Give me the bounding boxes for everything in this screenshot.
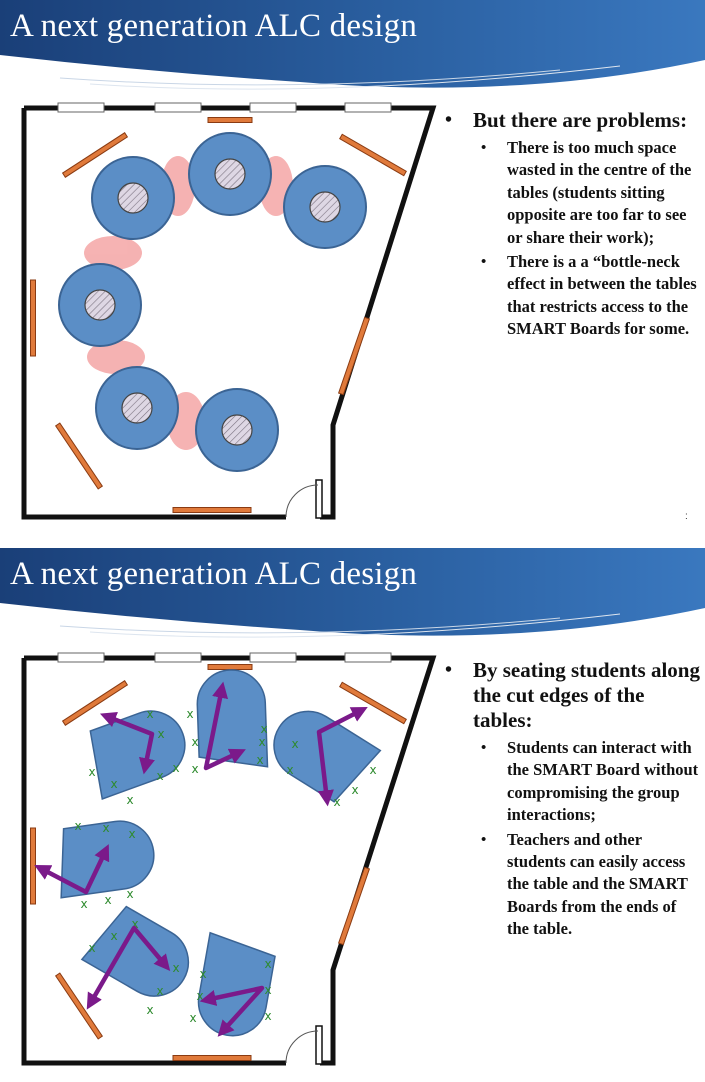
seat-marker: x	[333, 795, 340, 809]
bullet-list: But there are problems: There is too muc…	[445, 108, 700, 343]
smart-board	[54, 422, 104, 490]
seat-marker: x	[110, 929, 117, 943]
seat-marker: x	[291, 737, 298, 751]
seat-marker: x	[146, 707, 153, 721]
seat-marker: x	[264, 957, 271, 971]
door	[285, 1025, 323, 1065]
seat-marker: x	[156, 769, 163, 783]
window	[344, 102, 392, 113]
seat-marker: x	[369, 763, 376, 777]
window	[249, 652, 297, 663]
window	[154, 102, 202, 113]
smart-board	[337, 866, 371, 946]
smart-board	[54, 972, 104, 1040]
title-banner	[0, 0, 705, 90]
window	[344, 652, 392, 663]
seat-marker: x	[172, 961, 179, 975]
window	[249, 102, 297, 113]
smart-board	[339, 681, 407, 725]
wall	[24, 655, 437, 1066]
round-table	[95, 366, 179, 450]
bullet-list: By seating students along the cut edges …	[445, 658, 700, 943]
seat-marker: x	[146, 1003, 153, 1017]
window	[57, 102, 105, 113]
slide-title: A next generation ALC design	[10, 556, 418, 592]
round-table	[58, 263, 142, 347]
seat-marker: x	[110, 777, 117, 791]
corner-mark: :	[685, 511, 688, 522]
seat-marker: x	[191, 735, 198, 749]
seat-marker: x	[286, 763, 293, 777]
seat-marker: x	[80, 897, 87, 911]
bottleneck-zone	[87, 340, 145, 374]
smart-board	[30, 279, 36, 357]
seat-marker: x	[74, 819, 81, 833]
bottleneck-zone	[84, 236, 142, 270]
slide-problems: A next generation ALC design	[0, 0, 705, 530]
smart-board	[61, 680, 129, 726]
seat-marker: x	[128, 827, 135, 841]
round-table	[195, 388, 279, 472]
smart-board	[30, 827, 36, 905]
seat-marker: x	[191, 762, 198, 776]
seat-marker: x	[189, 1011, 196, 1025]
seat-marker: x	[131, 917, 138, 931]
seat-marker: x	[264, 1009, 271, 1023]
main-bullet-text: But there are problems:	[473, 108, 688, 132]
sub-bullet: There is too much space wasted in the ce…	[473, 137, 700, 249]
seat-marker: x	[256, 753, 263, 767]
interaction-arrow	[316, 707, 368, 807]
round-table	[188, 132, 272, 216]
slide-solution: A next generation ALC design	[0, 548, 705, 1078]
window	[57, 652, 105, 663]
floor-plan	[21, 102, 437, 520]
main-bullet: But there are problems: There is too muc…	[445, 108, 700, 341]
main-bullet: By seating students along the cut edges …	[445, 658, 700, 941]
seat-marker: x	[88, 941, 95, 955]
smart-board	[339, 133, 407, 177]
seat-marker: x	[102, 821, 109, 835]
wall	[21, 658, 286, 1066]
door	[285, 479, 323, 519]
seat-marker: x	[196, 989, 203, 1003]
interaction-arrow	[99, 711, 155, 775]
seat-marker: x	[126, 887, 133, 901]
seat-marker: x	[258, 735, 265, 749]
interaction-arrow	[86, 925, 171, 1010]
seat-marker: x	[260, 722, 267, 736]
floor-plan: x x x x x x x x x x x x x x x x x x x x …	[21, 652, 437, 1066]
smart-board	[172, 1055, 252, 1061]
interaction-arrow	[199, 985, 265, 1037]
seat-marker: x	[199, 967, 206, 981]
slide-title: A next generation ALC design	[10, 8, 418, 44]
cut-table	[89, 710, 186, 801]
seat-marker: x	[264, 983, 271, 997]
wall	[21, 108, 286, 520]
window	[154, 652, 202, 663]
seat-marker: x	[172, 761, 179, 775]
interaction-arrow	[34, 844, 110, 895]
sub-bullet: Students can interact with the SMART Boa…	[473, 737, 700, 827]
smart-board	[207, 664, 253, 670]
sub-bullet: Teachers and other students can easily a…	[473, 829, 700, 941]
smart-board	[61, 132, 129, 178]
seat-marker: x	[186, 707, 193, 721]
main-bullet-text: By seating students along the cut edges …	[473, 658, 700, 732]
seat-marker: x	[126, 793, 133, 807]
interaction-arrow	[203, 681, 246, 771]
wall	[24, 105, 437, 520]
sub-bullet: There is a a “bottle-neck effect in betw…	[473, 251, 700, 341]
seat-marker: x	[88, 765, 95, 779]
round-table	[91, 156, 175, 240]
seat-marker: x	[104, 893, 111, 907]
title-banner	[0, 548, 705, 638]
seat-marker: x	[156, 984, 163, 998]
seat-marker: x	[351, 783, 358, 797]
smart-board	[172, 507, 252, 513]
round-table	[283, 165, 367, 249]
smart-board	[337, 316, 371, 396]
seat-marker: x	[157, 727, 164, 741]
smart-board	[207, 117, 253, 123]
cut-table	[80, 905, 190, 997]
